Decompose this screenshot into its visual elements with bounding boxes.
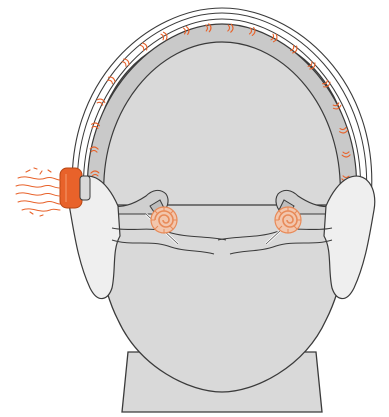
sound-wave-icon	[16, 168, 60, 216]
cochlea-icon	[151, 207, 177, 233]
cranium	[91, 30, 353, 205]
cochlea-icon	[275, 207, 301, 233]
right-ear	[324, 176, 375, 298]
